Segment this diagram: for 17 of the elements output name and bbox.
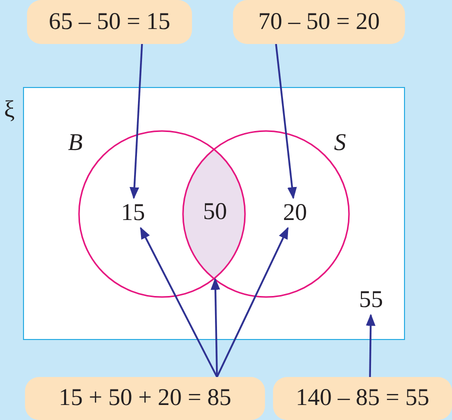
universal-set-symbol: ξ <box>4 96 15 125</box>
arrow <box>130 44 143 200</box>
calculation-box: 15 + 50 + 20 = 85 <box>25 377 265 420</box>
calculation-box: 70 – 50 = 20 <box>233 0 405 44</box>
arrow <box>140 226 218 378</box>
region-count: 55 <box>354 285 388 315</box>
arrow <box>210 278 220 378</box>
arrow <box>275 44 297 200</box>
region-count: 50 <box>202 198 228 227</box>
region-count: 15 <box>116 198 150 228</box>
region-count: 20 <box>278 198 312 228</box>
set-label: S <box>334 129 346 158</box>
arrow <box>366 314 376 378</box>
calculation-box: 140 – 85 = 55 <box>273 377 452 420</box>
calculation-box: 65 – 50 = 15 <box>27 0 192 44</box>
arrow <box>216 226 289 378</box>
set-label: B <box>68 129 83 158</box>
